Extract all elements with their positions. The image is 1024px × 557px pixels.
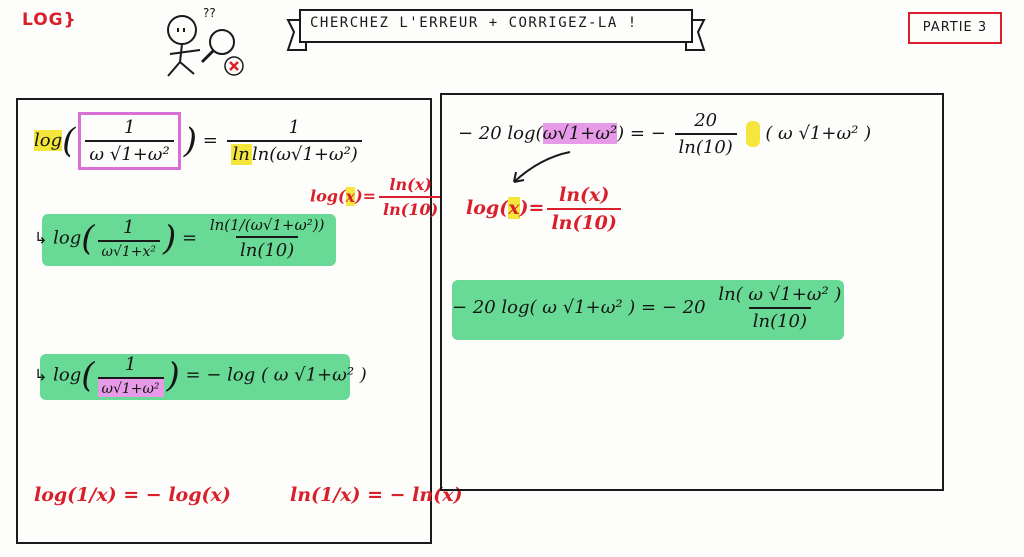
rule-ln-inverse: ln(1/x) = − ln(x): [290, 484, 463, 506]
rule-log-inverse: log(1/x) = − log(x): [34, 484, 231, 506]
question-marks: ??: [203, 6, 216, 20]
page-title: CHERCHEZ L'ERREUR + CORRIGEZ-LA !: [310, 15, 638, 31]
banner-scroll-icon: [286, 9, 706, 51]
thinking-figure-icon: [167, 15, 244, 77]
log-tag: LOG}: [22, 10, 77, 30]
right-eq2-highlight: [452, 280, 844, 340]
left-eq3-highlight: [40, 354, 350, 400]
left-eq2-highlight: [42, 214, 336, 266]
title-banner: CHERCHEZ L'ERREUR + CORRIGEZ-LA !: [286, 6, 706, 58]
left-log-rule: log(x)=ln(x)ln(10): [310, 175, 445, 219]
right-panel: [440, 93, 944, 491]
part-badge: PARTIE 3: [908, 12, 1002, 44]
right-eq2: − 20 log( ω √1+ω² ) = − 20 ln( ω √1+ω² )…: [452, 284, 842, 332]
left-panel: [16, 98, 432, 544]
right-log-rule: log(x)=ln(x)ln(10): [466, 184, 624, 234]
curved-arrow-icon: [513, 151, 571, 183]
